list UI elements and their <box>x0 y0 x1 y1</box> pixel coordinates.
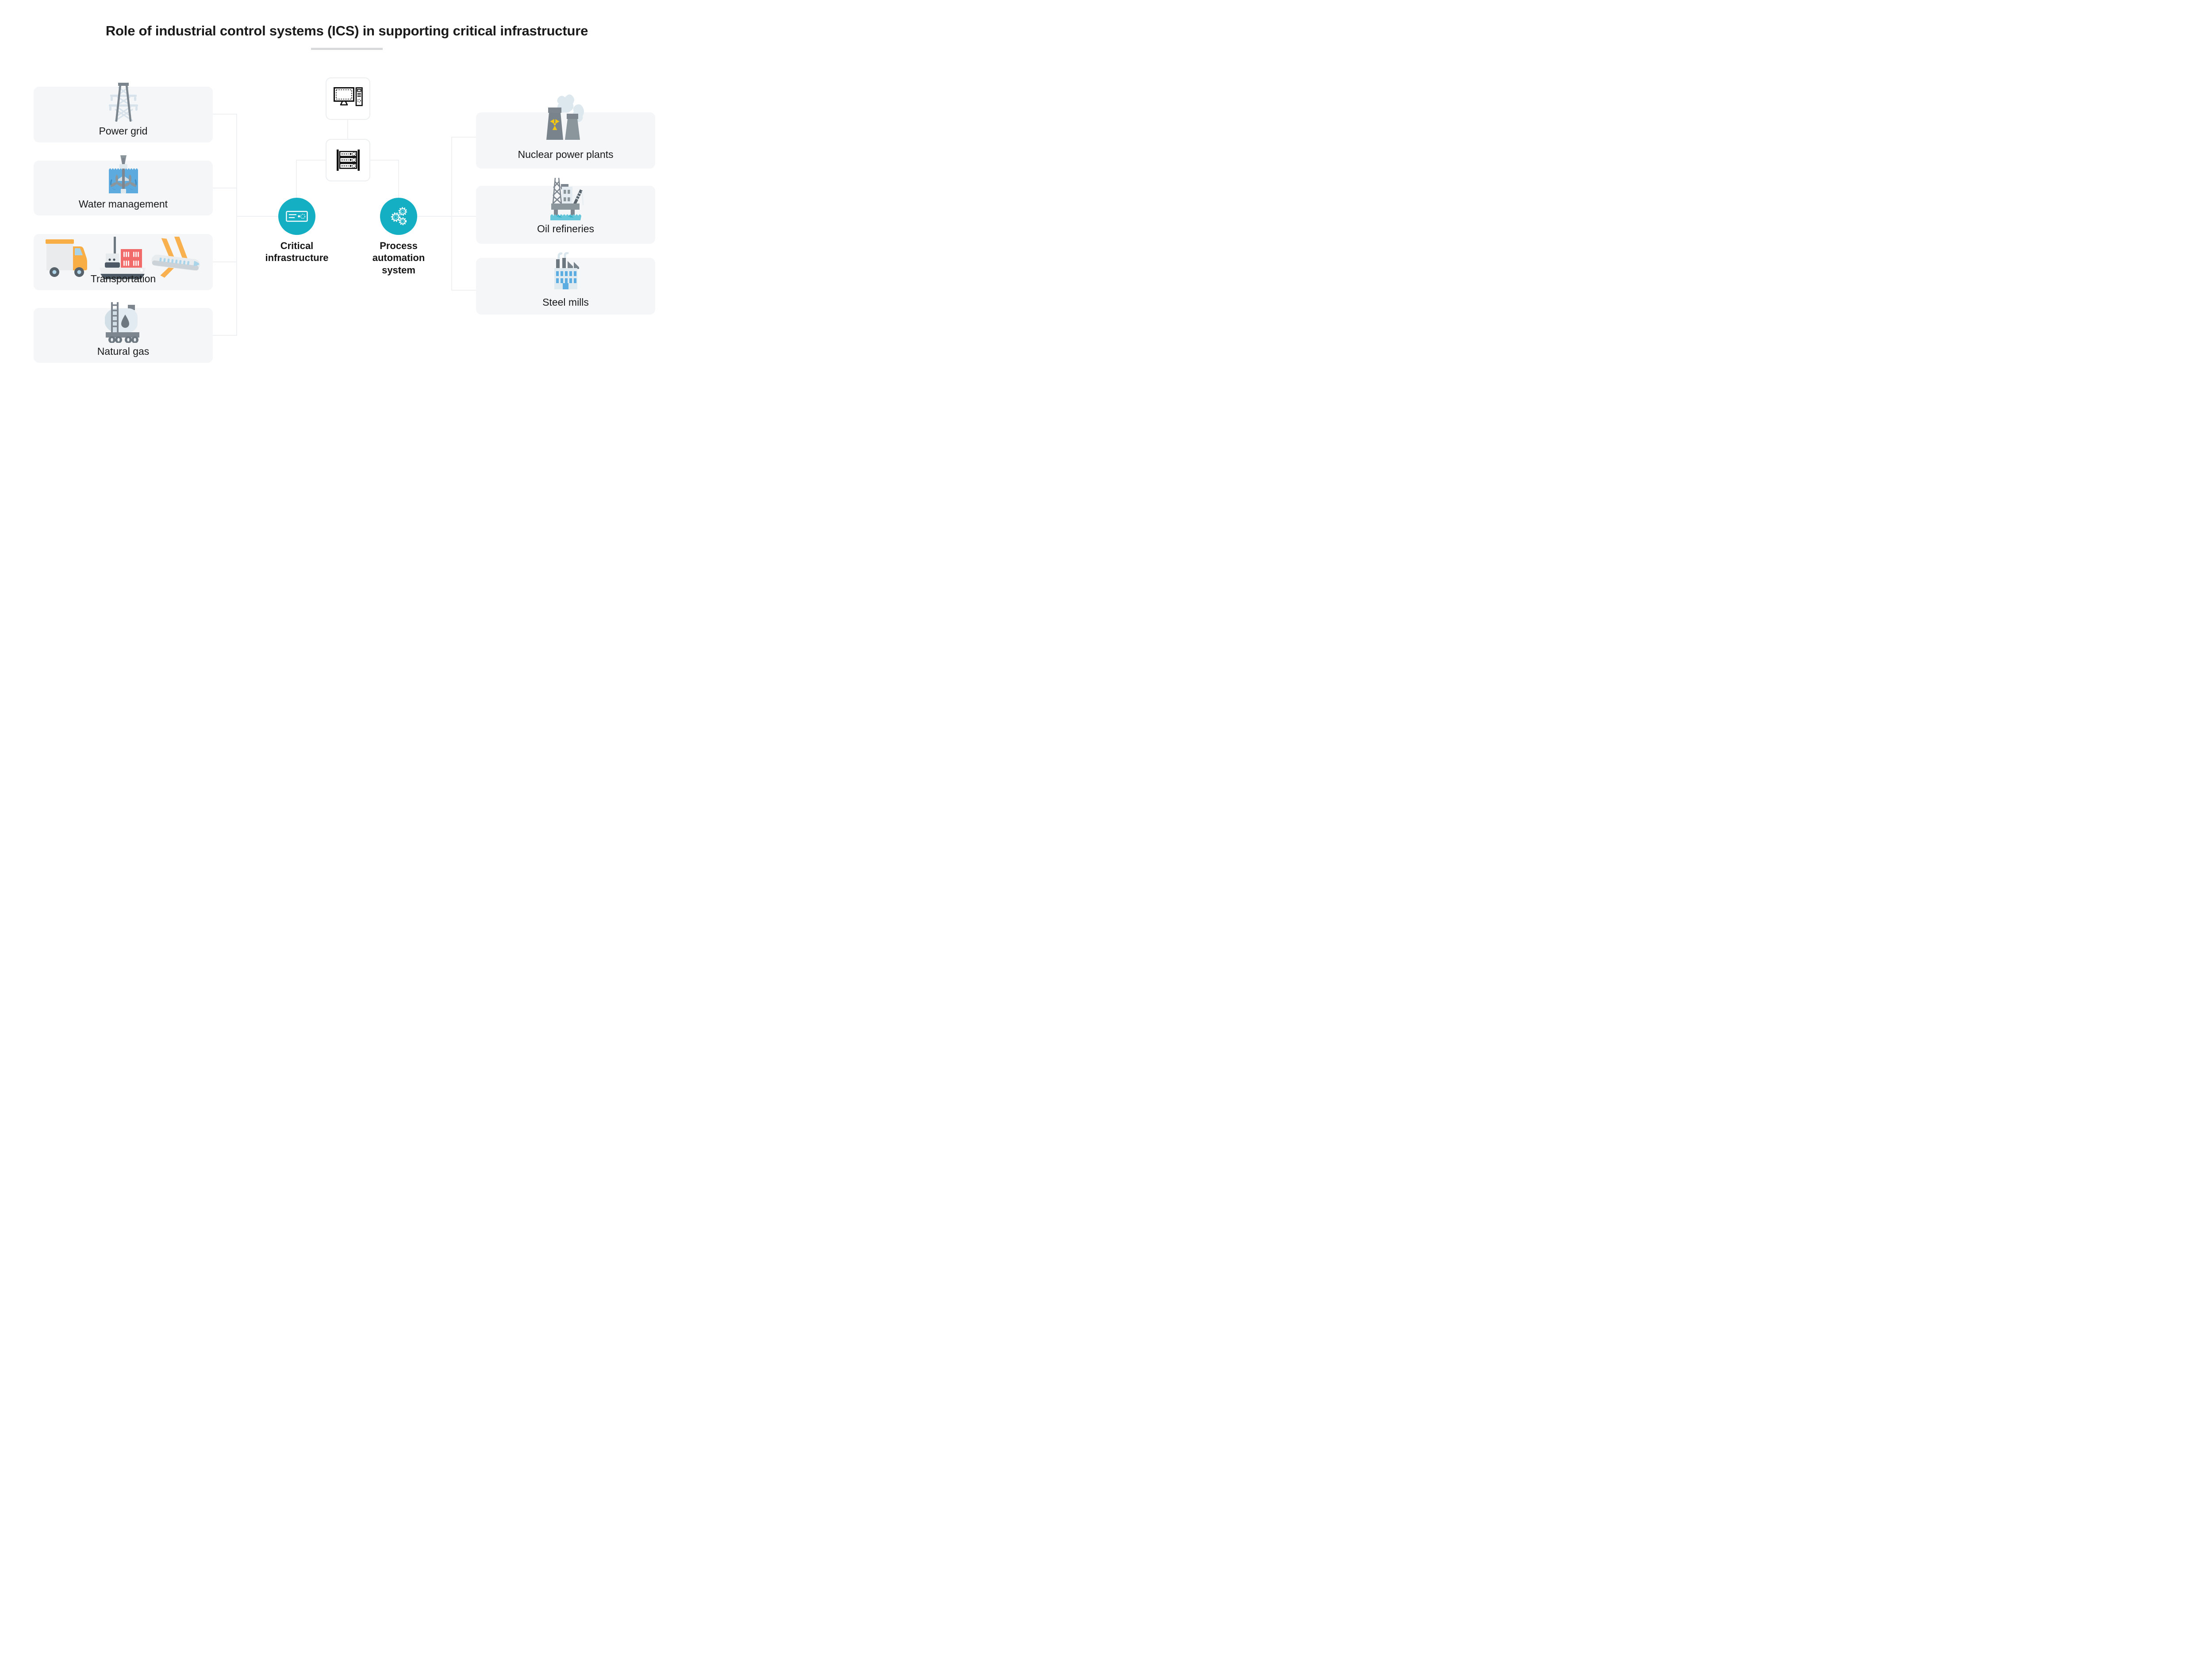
card-water-management: Water management <box>34 155 213 215</box>
card-natural-gas: Natural gas <box>34 302 213 363</box>
card-power-grid: Power grid <box>34 83 213 142</box>
connector-line <box>398 160 399 199</box>
connector-line <box>213 114 237 115</box>
card-label: Transportation <box>90 273 156 284</box>
water-treatment-mixer-icon <box>108 155 138 193</box>
gas-tanker-wagon-icon <box>104 302 139 343</box>
card-steel-mills: Steel mills <box>476 252 655 315</box>
card-label: Natural gas <box>97 346 150 357</box>
desktop-computer-icon <box>333 87 363 106</box>
card-label: Oil refineries <box>537 223 595 234</box>
connector-line <box>296 160 297 199</box>
hub-critical-infrastructure <box>278 198 315 235</box>
connector-line <box>416 216 476 217</box>
server-unit-icon <box>286 211 308 222</box>
transmission-tower-icon <box>108 83 138 122</box>
connector-line <box>296 160 326 161</box>
hub-process-automation-system <box>380 198 417 235</box>
connector-line <box>451 290 476 291</box>
connector-line <box>451 137 452 291</box>
page-title: Role of industrial control systems (ICS)… <box>105 23 588 38</box>
connector-line <box>213 335 237 336</box>
card-oil-refineries: Oil refineries <box>476 178 655 244</box>
connector-line <box>213 261 237 262</box>
factory-icon <box>554 252 579 289</box>
hub-label-critical-infrastructure: Critical infrastructure <box>265 240 329 264</box>
connector-line <box>347 120 348 139</box>
truck-ship-airplane-icons <box>45 237 200 279</box>
connector-line <box>451 137 476 138</box>
gears-icon <box>391 207 407 226</box>
card-transportation: Transportation <box>34 234 213 290</box>
infographic-canvas: Role of industrial control systems (ICS)… <box>0 0 694 390</box>
title-underline-bar <box>311 48 383 50</box>
card-label: Steel mills <box>542 296 589 308</box>
nuclear-plant-icon <box>546 94 584 140</box>
card-nuclear-power-plants: Nuclear power plants <box>476 94 655 169</box>
connector-line <box>236 216 279 217</box>
server-rack-icon <box>336 150 360 171</box>
connector-line <box>236 114 237 336</box>
card-label: Power grid <box>99 125 148 137</box>
hub-label-process-automation-system: Process automation system <box>372 240 425 276</box>
offshore-oil-rig-icon <box>550 178 584 220</box>
card-label: Nuclear power plants <box>518 149 614 160</box>
connector-line <box>370 160 399 161</box>
node-server <box>326 139 370 181</box>
node-computer <box>326 77 370 120</box>
card-label: Water management <box>78 198 168 210</box>
